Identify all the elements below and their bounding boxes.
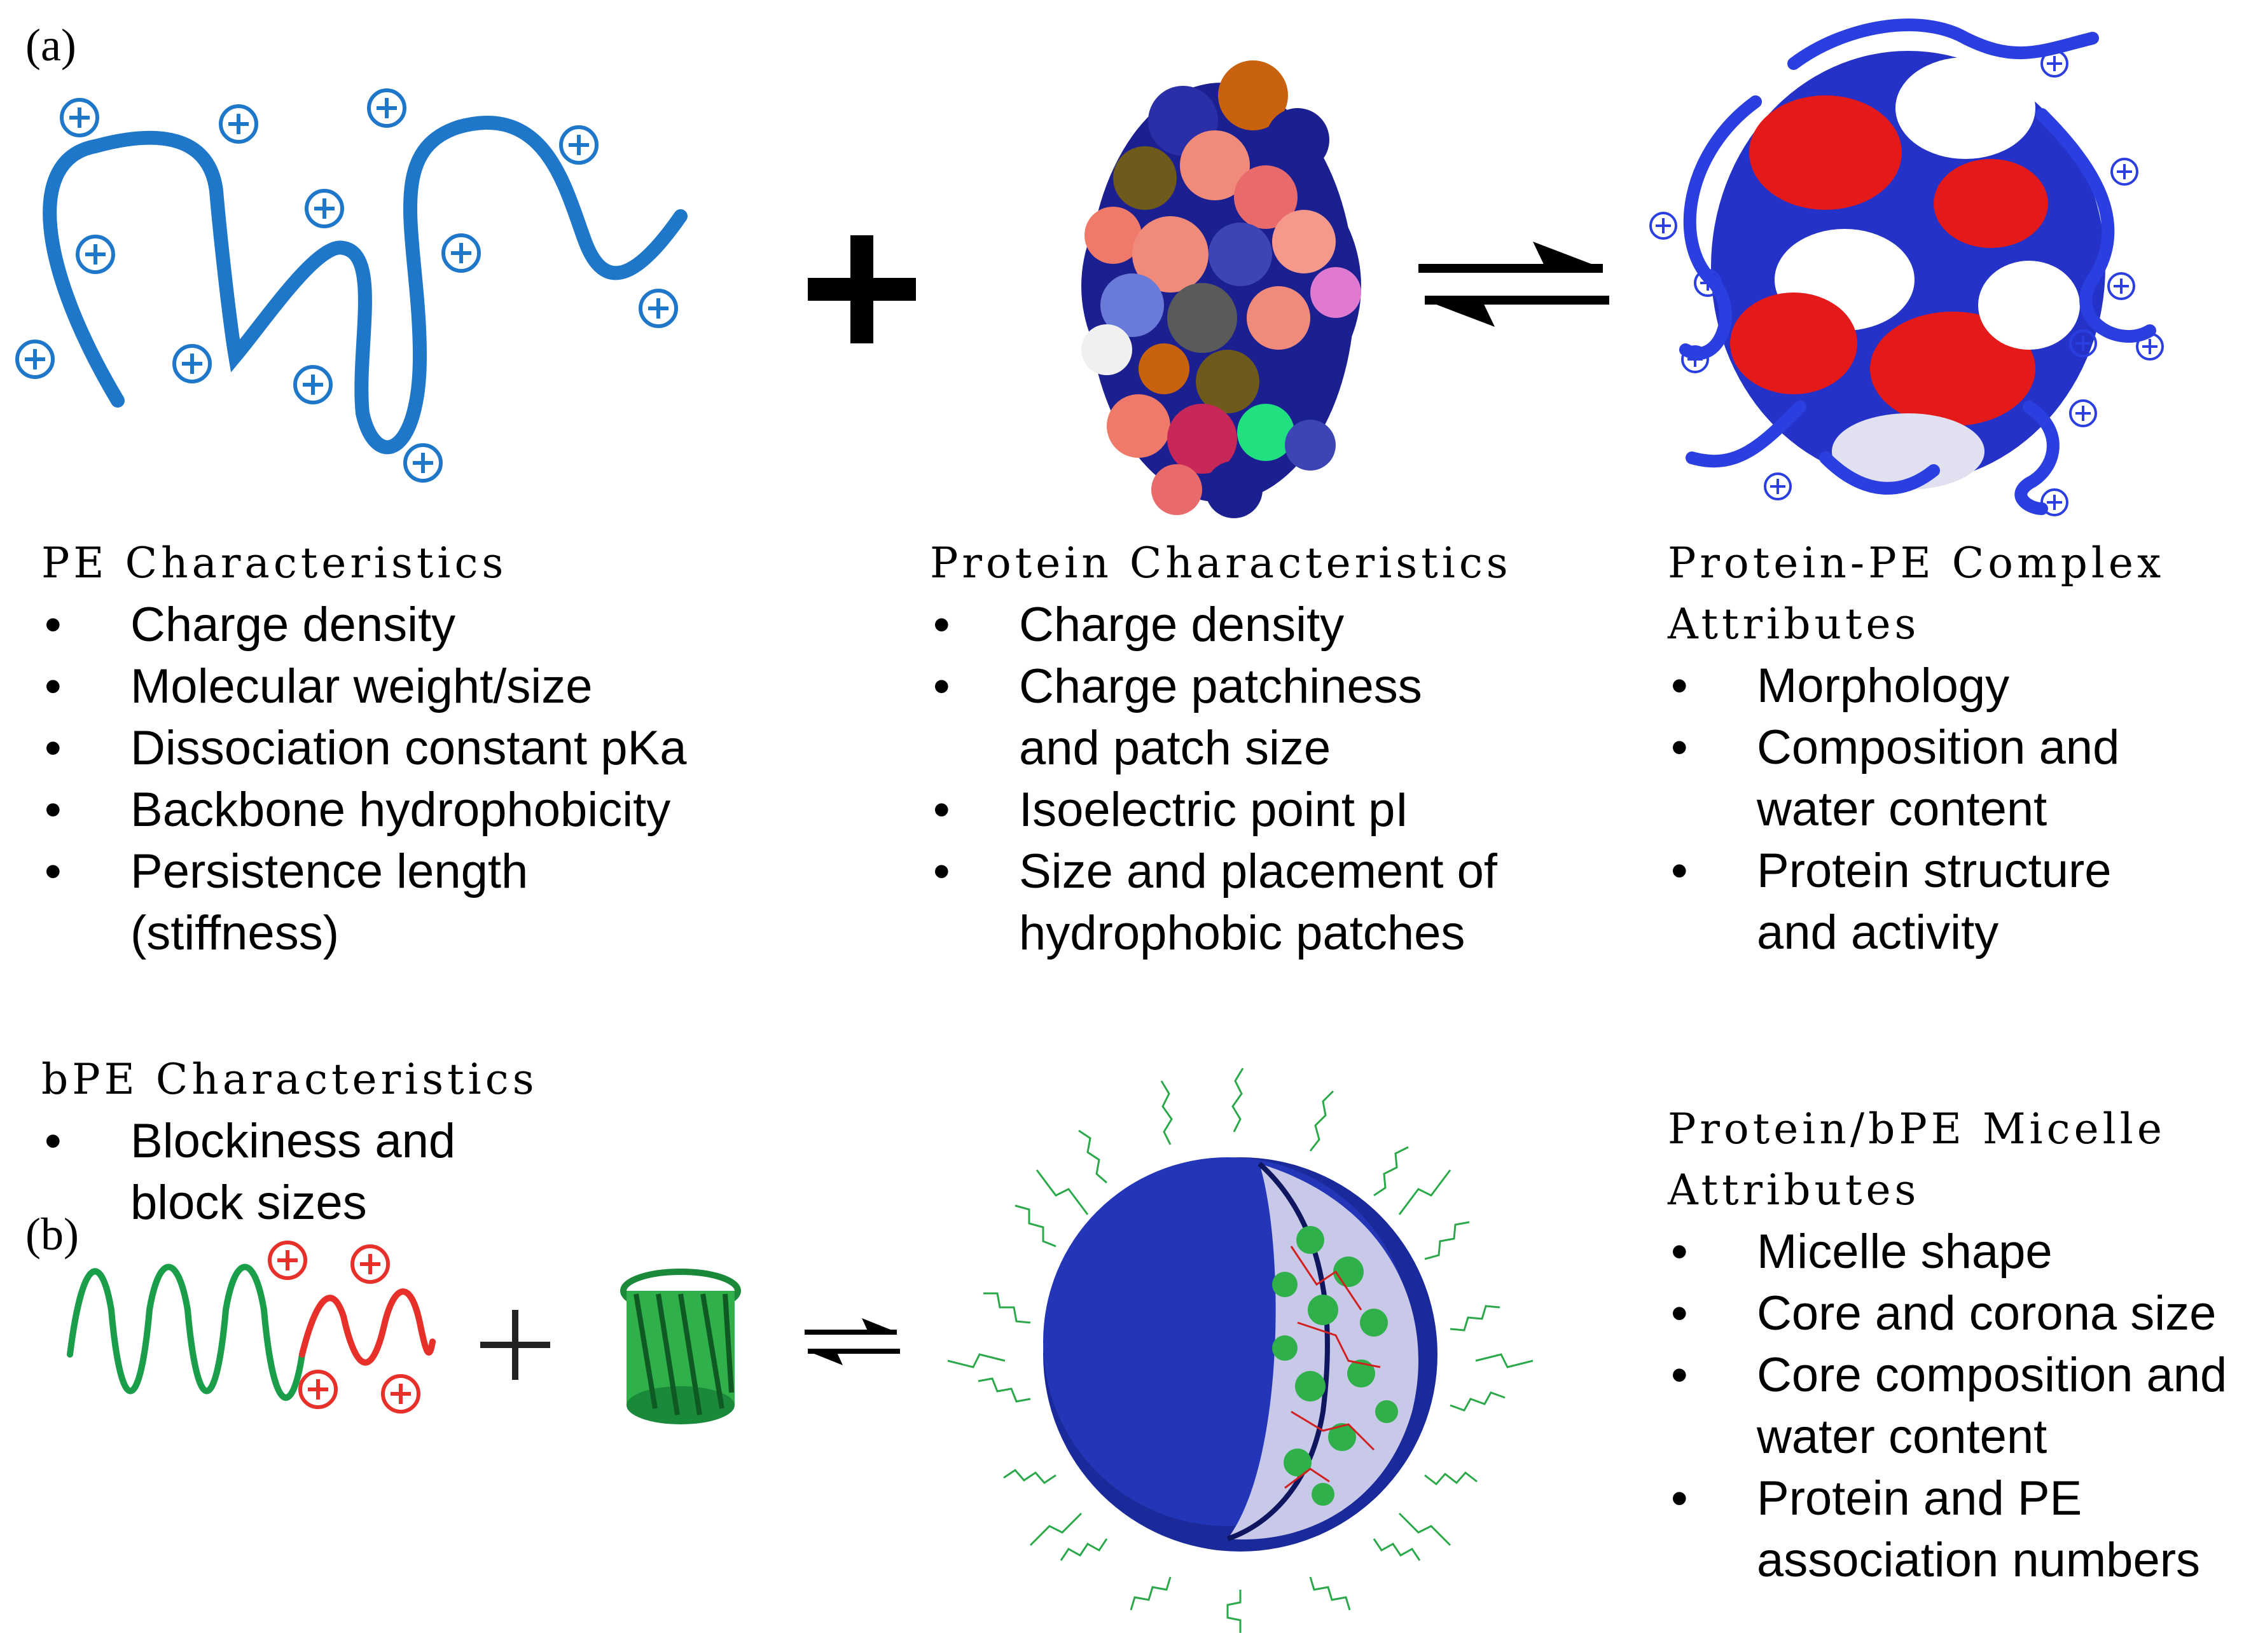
pe-heading: PE Characteristics (41, 539, 508, 588)
list-item: Composition and water content (1668, 717, 2164, 840)
list-item-text: Morphology (1757, 659, 2010, 713)
list-item: Charge patchiness and patch size (930, 656, 1512, 779)
list-item: Micelle shape (1668, 1221, 2227, 1283)
list-item: Morphology (1668, 655, 2164, 717)
bpe-item-list: Blockiness and block sizes (41, 1110, 538, 1234)
protein-characteristics: Protein Characteristics Charge densityCh… (930, 533, 1512, 964)
list-item-text: Protein structure (1757, 844, 2112, 898)
list-item: Protein and PE association numbers (1668, 1468, 2227, 1591)
list-item-text: Molecular weight/size (130, 659, 593, 713)
list-item-text: Core and corona size (1757, 1286, 2217, 1340)
protein-heading: Protein Characteristics (930, 539, 1512, 588)
list-item: Charge density (930, 594, 1512, 656)
plus-charge-icon (15, 88, 678, 483)
plus-sign-icon (808, 235, 916, 343)
pe-item-list: Charge densityMolecular weight/sizeDisso… (41, 594, 686, 964)
list-item-text: block sizes (130, 1176, 367, 1230)
complex-heading-line-1: Protein-PE Complex (1668, 539, 2165, 588)
list-item-text: and patch size (1019, 721, 1331, 775)
list-item-text: and activity (1757, 905, 1999, 960)
micelle-illustration (947, 1068, 1534, 1633)
panel-label-b: (b) (25, 1209, 79, 1260)
list-item: Core and corona size (1668, 1283, 2227, 1344)
micelle-corona (947, 1068, 1534, 1633)
plus-charge-icon (1649, 50, 2164, 516)
list-item-text: Size and placement of (1019, 844, 1498, 898)
protein-item-list: Charge densityCharge patchiness and patch… (930, 594, 1512, 964)
pe-characteristics: PE Characteristics Charge densityMolecul… (41, 533, 686, 964)
equilibrium-arrows-icon (805, 1318, 900, 1365)
bpe-heading: bPE Characteristics (41, 1055, 538, 1104)
list-item-text: association numbers (1757, 1533, 2201, 1587)
list-item-text: Charge patchiness (1019, 659, 1422, 713)
list-item: Backbone hydrophobicity (41, 779, 686, 841)
list-item-text: Protein and PE (1757, 1471, 2082, 1525)
list-item-text: Charge density (1019, 598, 1345, 652)
micelle-heading-line-2: Attributes (1668, 1166, 1920, 1215)
micelle-core-proteins (1272, 1226, 1398, 1506)
plus-charge-icon (268, 1241, 420, 1414)
micelle-heading-line-1: Protein/bPE Micelle (1668, 1105, 2166, 1153)
list-item-text: (stiffness) (130, 906, 340, 960)
list-item-text: water content (1757, 1410, 2047, 1464)
list-item: Protein structure and activity (1668, 840, 2164, 963)
list-item: Core composition and water content (1668, 1344, 2227, 1468)
protein-illustration (1081, 60, 1361, 518)
equilibrium-arrows-icon (1418, 242, 1609, 327)
plus-sign-icon (480, 1310, 550, 1380)
list-item-text: water content (1757, 782, 2047, 836)
list-item: Charge density (41, 594, 686, 656)
complex-illustration (1649, 18, 2164, 516)
panel-label-a: (a) (25, 20, 76, 71)
list-item-text: Blockiness and (130, 1114, 456, 1168)
complex-attributes: Protein-PE Complex Attributes Morphology… (1668, 533, 2164, 963)
pe-chain-illustration (15, 88, 688, 483)
list-item: Size and placement of hydrophobic patches (930, 841, 1512, 964)
gfp-protein-illustration (620, 1269, 741, 1424)
list-item-text: Charge density (130, 598, 456, 652)
block-polyelectrolyte-illustration (67, 1241, 436, 1414)
bpe-characteristics: bPE Characteristics Blockiness and block … (41, 1049, 538, 1234)
list-item-text: Dissociation constant pKa (130, 721, 687, 775)
micelle-item-list: Micelle shapeCore and corona sizeCore co… (1668, 1221, 2227, 1591)
list-item-text: Core composition and (1757, 1348, 2227, 1402)
list-item: Isoelectric point pI (930, 779, 1512, 841)
list-item: Persistence length (stiffness) (41, 841, 686, 964)
micelle-attributes: Protein/bPE Micelle Attributes Micelle s… (1668, 1099, 2227, 1591)
list-item-text: Persistence length (130, 844, 529, 898)
list-item-text: hydrophobic patches (1019, 906, 1465, 960)
list-item-text: Composition and (1757, 720, 2120, 774)
list-item-text: Backbone hydrophobicity (130, 783, 671, 837)
list-item: Blockiness and block sizes (41, 1110, 538, 1234)
list-item: Dissociation constant pKa (41, 717, 686, 779)
list-item-text: Isoelectric point pI (1019, 783, 1409, 837)
complex-heading-line-2: Attributes (1668, 600, 1920, 649)
list-item: Molecular weight/size (41, 656, 686, 717)
list-item-text: Micelle shape (1757, 1225, 2053, 1279)
